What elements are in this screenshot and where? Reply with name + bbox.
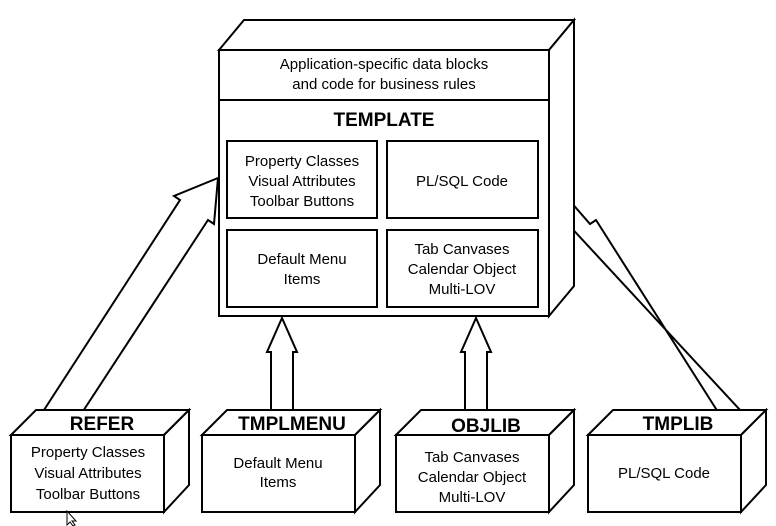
cell-menu-line-1: Default Menu — [257, 251, 346, 268]
cell-tab-line-2: Calendar Object — [408, 261, 517, 278]
tmplmenu-line-1: Default Menu — [233, 455, 322, 472]
cell-default-menu — [226, 229, 378, 308]
arrow-tmplib-to-template — [548, 174, 743, 414]
template-description-line-2: and code for business rules — [292, 76, 475, 93]
template-block: Application-specific data blocks and cod… — [216, 17, 577, 319]
cell-property-classes — [226, 140, 378, 219]
cell-property-line-2: Visual Attributes — [248, 173, 355, 190]
objlib-line-2: Calendar Object — [418, 469, 527, 486]
tmplmenu-block: TMPLMENU Default Menu Items — [199, 407, 383, 515]
tmplib-block: TMPLIB PL/SQL Code — [585, 407, 769, 515]
tmplmenu-line-2: Items — [260, 474, 297, 491]
objlib-title: OBJLIB — [451, 416, 521, 437]
cell-plsql-line-1: PL/SQL Code — [416, 173, 508, 190]
cell-plsql-code — [386, 140, 539, 219]
cell-property-line-3: Toolbar Buttons — [250, 193, 354, 210]
tmplmenu-title: TMPLMENU — [238, 414, 346, 435]
arrow-objlib-to-template — [459, 315, 493, 411]
cell-tab-line-1: Tab Canvases — [414, 241, 509, 258]
arrow-tmplmenu-to-template — [265, 315, 299, 411]
template-description-line-1: Application-specific data blocks — [280, 56, 488, 73]
tmplib-title: TMPLIB — [643, 414, 714, 435]
arrow-refer-to-template — [42, 176, 220, 430]
objlib-line-1: Tab Canvases — [424, 449, 519, 466]
cell-tab-canvases — [386, 229, 539, 308]
refer-line-3: Toolbar Buttons — [36, 486, 140, 503]
template-title: TEMPLATE — [334, 110, 435, 131]
refer-block: REFER Property Classes Visual Attributes… — [8, 407, 192, 515]
cell-property-line-1: Property Classes — [245, 153, 359, 170]
refer-line-2: Visual Attributes — [34, 465, 141, 482]
cell-tab-line-3: Multi-LOV — [429, 281, 496, 298]
mouse-cursor-icon — [66, 509, 78, 526]
refer-line-1: Property Classes — [31, 444, 145, 461]
objlib-line-3: Multi-LOV — [439, 489, 506, 506]
objlib-block: OBJLIB Tab Canvases Calendar Object Mult… — [393, 407, 577, 515]
refer-title: REFER — [70, 414, 135, 435]
tmplib-line-1: PL/SQL Code — [618, 465, 710, 482]
cell-menu-line-2: Items — [284, 271, 321, 288]
